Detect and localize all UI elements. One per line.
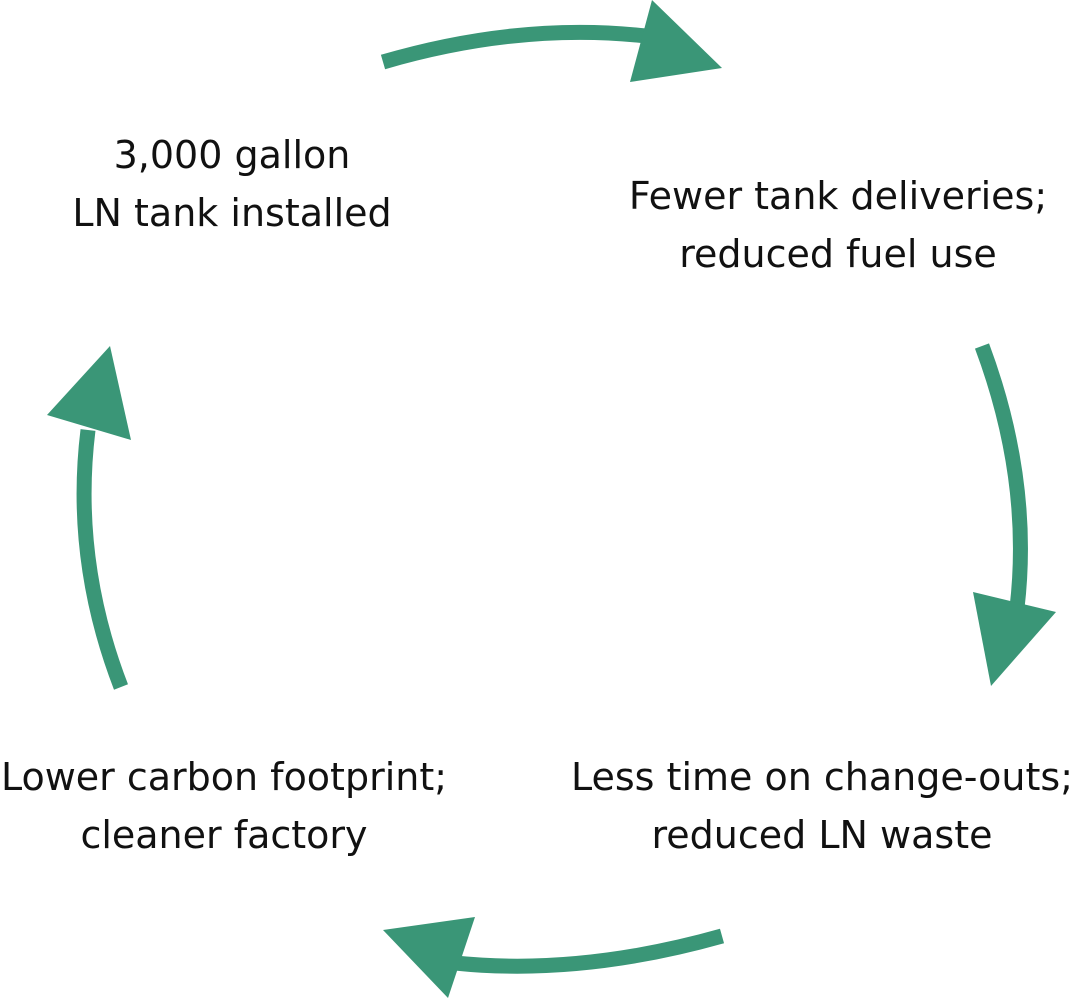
arrow-right-shaft — [974, 343, 1028, 609]
arrow-top-shaft — [380, 24, 647, 70]
arrow-bottom-shaft — [454, 928, 725, 974]
step-lower-carbon-line2: cleaner factory — [80, 813, 368, 857]
arrow-bottom — [383, 917, 725, 998]
step-less-change-outs: Less time on change-outs; reduced LN was… — [571, 748, 1073, 864]
arrow-right-head — [973, 592, 1056, 686]
arrow-top — [380, 0, 722, 82]
arrow-right — [973, 343, 1056, 686]
arrow-left-head — [47, 346, 131, 440]
step-less-change-outs-line1: Less time on change-outs; — [571, 755, 1073, 799]
arrow-left-shaft — [76, 429, 128, 690]
step-tank-installed-line2: LN tank installed — [72, 191, 392, 235]
step-fewer-deliveries: Fewer tank deliveries; reduced fuel use — [629, 167, 1047, 283]
arrow-bottom-head — [383, 917, 475, 998]
step-less-change-outs-line2: reduced LN waste — [651, 813, 993, 857]
step-lower-carbon: Lower carbon footprint; cleaner factory — [1, 748, 447, 864]
step-tank-installed: 3,000 gallon LN tank installed — [72, 126, 391, 242]
arrow-top-head — [630, 0, 722, 82]
arrow-left — [47, 346, 131, 690]
step-lower-carbon-line1: Lower carbon footprint; — [0, 755, 448, 799]
step-fewer-deliveries-line2: reduced fuel use — [679, 232, 997, 276]
step-fewer-deliveries-line1: Fewer tank deliveries; — [628, 174, 1048, 218]
step-tank-installed-line1: 3,000 gallon — [113, 133, 351, 177]
